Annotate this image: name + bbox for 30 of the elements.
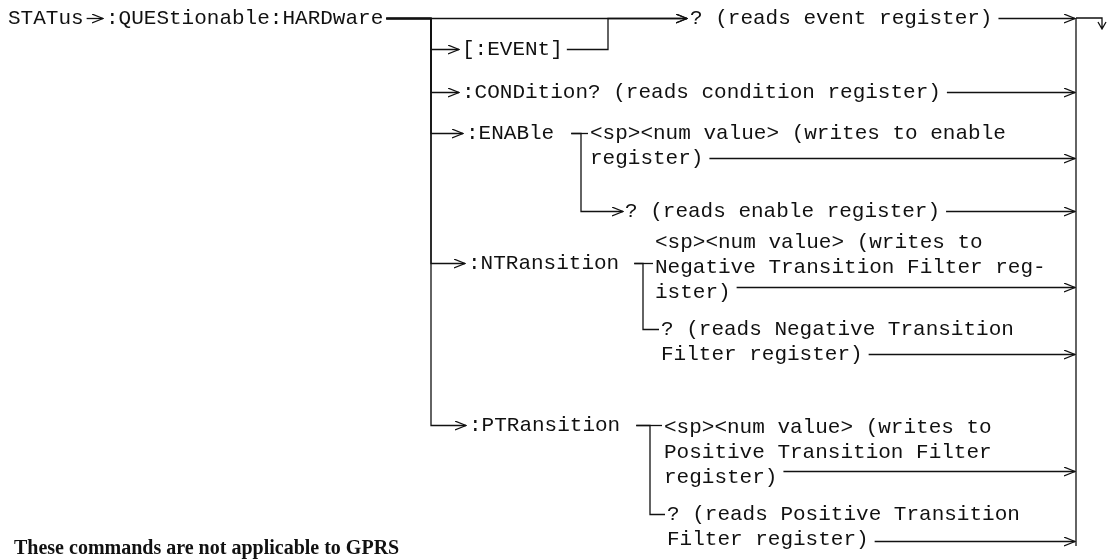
syntax-text: ? (reads Positive Transition Filter register): [667, 502, 1047, 552]
syntax-text: ? (reads enable register): [625, 199, 941, 224]
arrow: [85, 13, 104, 24]
syntax-text: :NTRansition: [468, 251, 620, 276]
arrow: [570, 132, 624, 217]
arrow: [782, 466, 1076, 477]
arrow: [708, 153, 1076, 164]
arrow: [997, 13, 1076, 24]
syntax-text: <sp><num value> (writes to Negative Transition Filter reg- ister): [655, 230, 1055, 305]
syntax-text: [:EVENt]: [462, 37, 563, 62]
arrow: [385, 17, 467, 431]
syntax-text: :ENABle: [466, 121, 555, 146]
connector-line: [635, 424, 666, 516]
return-bar: [1074, 16, 1108, 548]
arrow: [945, 206, 1076, 217]
arrow: [868, 349, 1076, 360]
arrow: [946, 87, 1076, 98]
command-keyword: STATus: [8, 6, 84, 31]
footnote-text: These commands are not applicable to GPRS: [14, 536, 400, 558]
connector-line: [633, 262, 660, 331]
syntax-text: ? (reads Negative Transition Filter register): [661, 317, 1041, 367]
syntax-text: :PTRansition: [469, 413, 621, 438]
syntax-text: :CONDition? (reads condition register): [462, 80, 941, 105]
syntax-text: <sp><num value> (writes to enable register): [590, 121, 1020, 171]
arrow: [874, 536, 1076, 547]
syntax-text: :QUEStionable:HARDware: [106, 6, 384, 31]
arrow: [566, 13, 688, 51]
arrow: [736, 282, 1076, 293]
syntax-text: <sp><num value> (writes to Positive Transition Filter register): [664, 415, 1044, 490]
syntax-text: ? (reads event register): [690, 6, 993, 31]
